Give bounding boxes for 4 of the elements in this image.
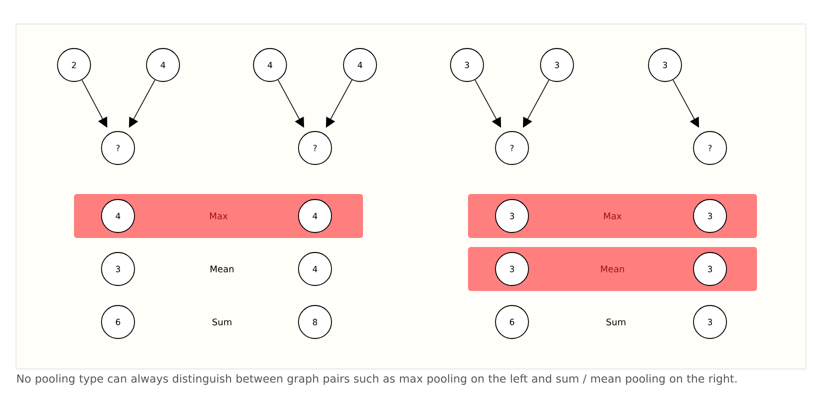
caption: No pooling type can always distinguish between graph pairs such as max pooling on the left and sum / mean pooling on the right. (17, 374, 736, 385)
row-label: Sum (212, 318, 232, 326)
row-label: Mean (210, 266, 234, 272)
row-label: Sum (606, 318, 626, 326)
